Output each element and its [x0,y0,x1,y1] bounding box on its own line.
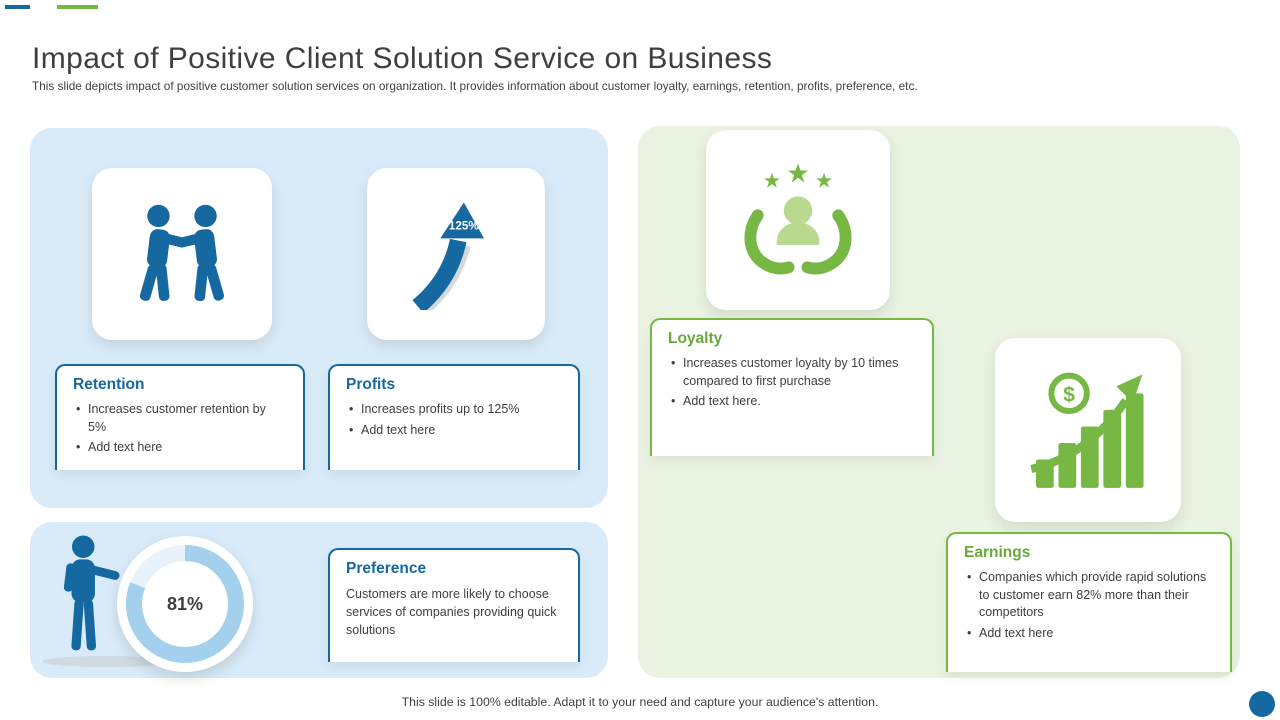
profits-card: Profits Increases profits up to 125% Add… [328,364,580,470]
person-pointing-icon [63,535,120,651]
preference-card: Preference Customers are more likely to … [328,548,580,662]
accent-dash-blue [5,5,30,9]
loyalty-card: Loyalty Increases customer loyalty by 10… [650,318,934,456]
retention-card: Retention Increases customer retention b… [55,364,305,470]
handshake-icon [139,204,225,302]
profits-heading: Profits [346,376,396,393]
loyalty-hands-icon [744,163,852,275]
earnings-chart-icon: $ [1030,372,1144,488]
preference-text: Customers are more likely to choose serv… [346,587,557,638]
retention-heading: Retention [73,376,145,393]
earnings-heading: Earnings [964,544,1031,561]
loyalty-heading: Loyalty [668,330,723,347]
preference-donut-chart: 81% [117,536,253,672]
coin-dollar-symbol: $ [1063,383,1075,407]
profits-bullet: Add text here [346,422,562,440]
preference-heading: Preference [346,560,427,577]
loyalty-icon-card [706,130,890,310]
loyalty-bullet-list: Increases customer loyalty by 10 times c… [668,355,916,411]
earnings-icon-card: $ [995,338,1181,522]
donut-percent-label: 81% [166,593,204,614]
earnings-card: Earnings Companies which provide rapid s… [946,532,1232,672]
profits-icon-card: 125% [367,168,545,340]
retention-icon-card [92,168,272,340]
slide-subtitle: This slide depicts impact of positive cu… [32,79,918,93]
profits-bullet: Increases profits up to 125% [346,401,562,419]
donut-ring [126,545,244,663]
person-shadow [42,656,170,667]
retention-bullet: Add text here [73,439,287,457]
earnings-bullet-list: Companies which provide rapid solutions … [964,569,1214,642]
earnings-bullet: Companies which provide rapid solutions … [964,569,1214,622]
growth-arrow-icon: 125% [412,202,484,310]
retention-bullet-list: Increases customer retention by 5% Add t… [73,401,287,457]
loyalty-bullet: Add text here. [668,393,916,411]
page-title: Impact of Positive Client Solution Servi… [32,42,773,76]
profits-bullet-list: Increases profits up to 125% Add text he… [346,401,562,439]
slide-footnote: This slide is 100% editable. Adapt it to… [401,695,879,709]
retention-bullet: Increases customer retention by 5% [73,401,287,436]
loyalty-bullet: Increases customer loyalty by 10 times c… [668,355,916,390]
accent-dash-green [57,5,98,9]
earnings-bullet: Add text here [964,625,1214,643]
arrow-percent-label: 125% [449,219,480,232]
corner-circle-decoration [1249,691,1275,717]
